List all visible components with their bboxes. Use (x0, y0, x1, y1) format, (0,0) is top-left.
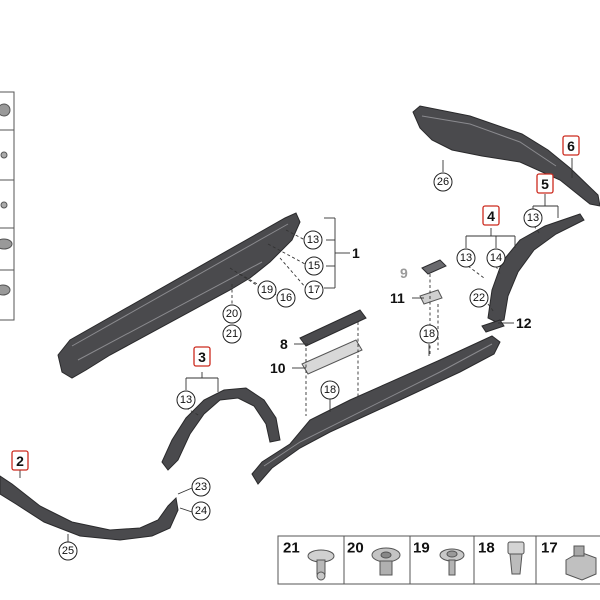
callout-21-text: 21 (226, 328, 238, 340)
rear-arch-part (487, 213, 585, 323)
assembly-label-2-text: 2 (16, 453, 24, 469)
legend-item-21[interactable]: 21 (283, 540, 335, 581)
legend-number-17: 17 (541, 540, 558, 557)
bracket-part-8 (299, 309, 367, 347)
clamp-icon (565, 545, 597, 581)
assembly-label-6[interactable]: 6 (562, 135, 580, 156)
callout-18-sill[interactable]: 18 (320, 380, 340, 400)
callout-23[interactable]: 23 (191, 477, 211, 497)
part-label-9[interactable]: 9 (400, 265, 408, 281)
bracket-part-11 (419, 289, 443, 305)
callout-13-rear-arch-text: 13 (460, 252, 472, 264)
callout-16[interactable]: 16 (276, 288, 296, 308)
callout-20-text: 20 (226, 308, 238, 320)
flange-screw-icon (439, 548, 465, 576)
callout-14-text: 14 (490, 252, 502, 264)
callout-15-text: 15 (308, 260, 320, 272)
legend-number-19: 19 (413, 540, 430, 557)
assembly-label-5[interactable]: 5 (536, 173, 554, 194)
legend-item-19[interactable]: 19 (413, 540, 465, 576)
bracket-part-9 (421, 259, 447, 275)
callout-26-text: 26 (437, 176, 449, 188)
part-label-12[interactable]: 12 (516, 315, 532, 331)
bracket-part-10 (301, 339, 363, 375)
callout-17-text: 17 (308, 284, 320, 296)
callout-24-text: 24 (195, 505, 207, 517)
assembly-label-5-text: 5 (541, 176, 549, 192)
callout-23-text: 23 (195, 481, 207, 493)
callout-18-bracket[interactable]: 18 (419, 324, 439, 344)
callout-13-upper-arch-text: 13 (527, 212, 539, 224)
legend-number-20: 20 (347, 540, 364, 557)
assembly-label-4[interactable]: 4 (482, 205, 500, 226)
callout-17[interactable]: 17 (304, 280, 324, 300)
rocker-panel-part (57, 212, 301, 379)
callout-24[interactable]: 24 (191, 501, 211, 521)
callout-18-sill-text: 18 (324, 384, 336, 396)
part-label-11[interactable]: 11 (390, 290, 405, 306)
assembly-label-3[interactable]: 3 (193, 346, 211, 367)
callout-13-rocker[interactable]: 13 (303, 230, 323, 250)
front-arch-part-3 (161, 387, 281, 471)
callout-26[interactable]: 26 (433, 172, 453, 192)
part-label-1[interactable]: 1 (352, 245, 360, 261)
assembly-label-2[interactable]: 2 (11, 450, 29, 471)
legend-item-20[interactable]: 20 (347, 540, 401, 576)
front-trim-part-2 (0, 475, 179, 541)
callout-13-rocker-text: 13 (307, 234, 319, 246)
callout-25-text: 25 (62, 545, 74, 557)
part-label-8[interactable]: 8 (280, 336, 288, 352)
callout-22[interactable]: 22 (469, 288, 489, 308)
callout-21[interactable]: 21 (222, 324, 242, 344)
side-sill-part (251, 335, 501, 485)
callout-19[interactable]: 19 (257, 280, 277, 300)
callout-18-bracket-text: 18 (423, 328, 435, 340)
assembly-label-4-text: 4 (487, 208, 495, 224)
callout-20[interactable]: 20 (222, 304, 242, 324)
callout-13-front-arch[interactable]: 13 (176, 390, 196, 410)
callout-16-text: 16 (280, 292, 292, 304)
callout-19-text: 19 (261, 284, 273, 296)
legend-item-17[interactable]: 17 (541, 540, 597, 581)
callout-22-text: 22 (473, 292, 485, 304)
expanding-nut-icon (371, 547, 401, 576)
callout-13-rear-arch[interactable]: 13 (456, 248, 476, 268)
callout-25[interactable]: 25 (58, 541, 78, 561)
leader-lines (19, 158, 573, 542)
legend-number-21: 21 (283, 540, 300, 557)
strip-part-12 (481, 319, 505, 333)
callout-13-upper-arch[interactable]: 13 (523, 208, 543, 228)
assembly-label-6-text: 6 (567, 138, 575, 154)
callout-15[interactable]: 15 (304, 256, 324, 276)
callout-14[interactable]: 14 (486, 248, 506, 268)
fastener-legend: 21 20 19 18 (277, 535, 600, 585)
side-legend-strip (0, 91, 15, 321)
plastic-rivet-icon (307, 549, 335, 581)
part-label-10[interactable]: 10 (270, 360, 286, 376)
legend-number-18: 18 (478, 540, 495, 557)
rear-trim-part-6 (412, 105, 600, 207)
assembly-label-3-text: 3 (198, 349, 206, 365)
legend-item-18[interactable]: 18 (478, 540, 525, 575)
callout-13-front-arch-text: 13 (180, 394, 192, 406)
clip-icon (507, 541, 525, 575)
